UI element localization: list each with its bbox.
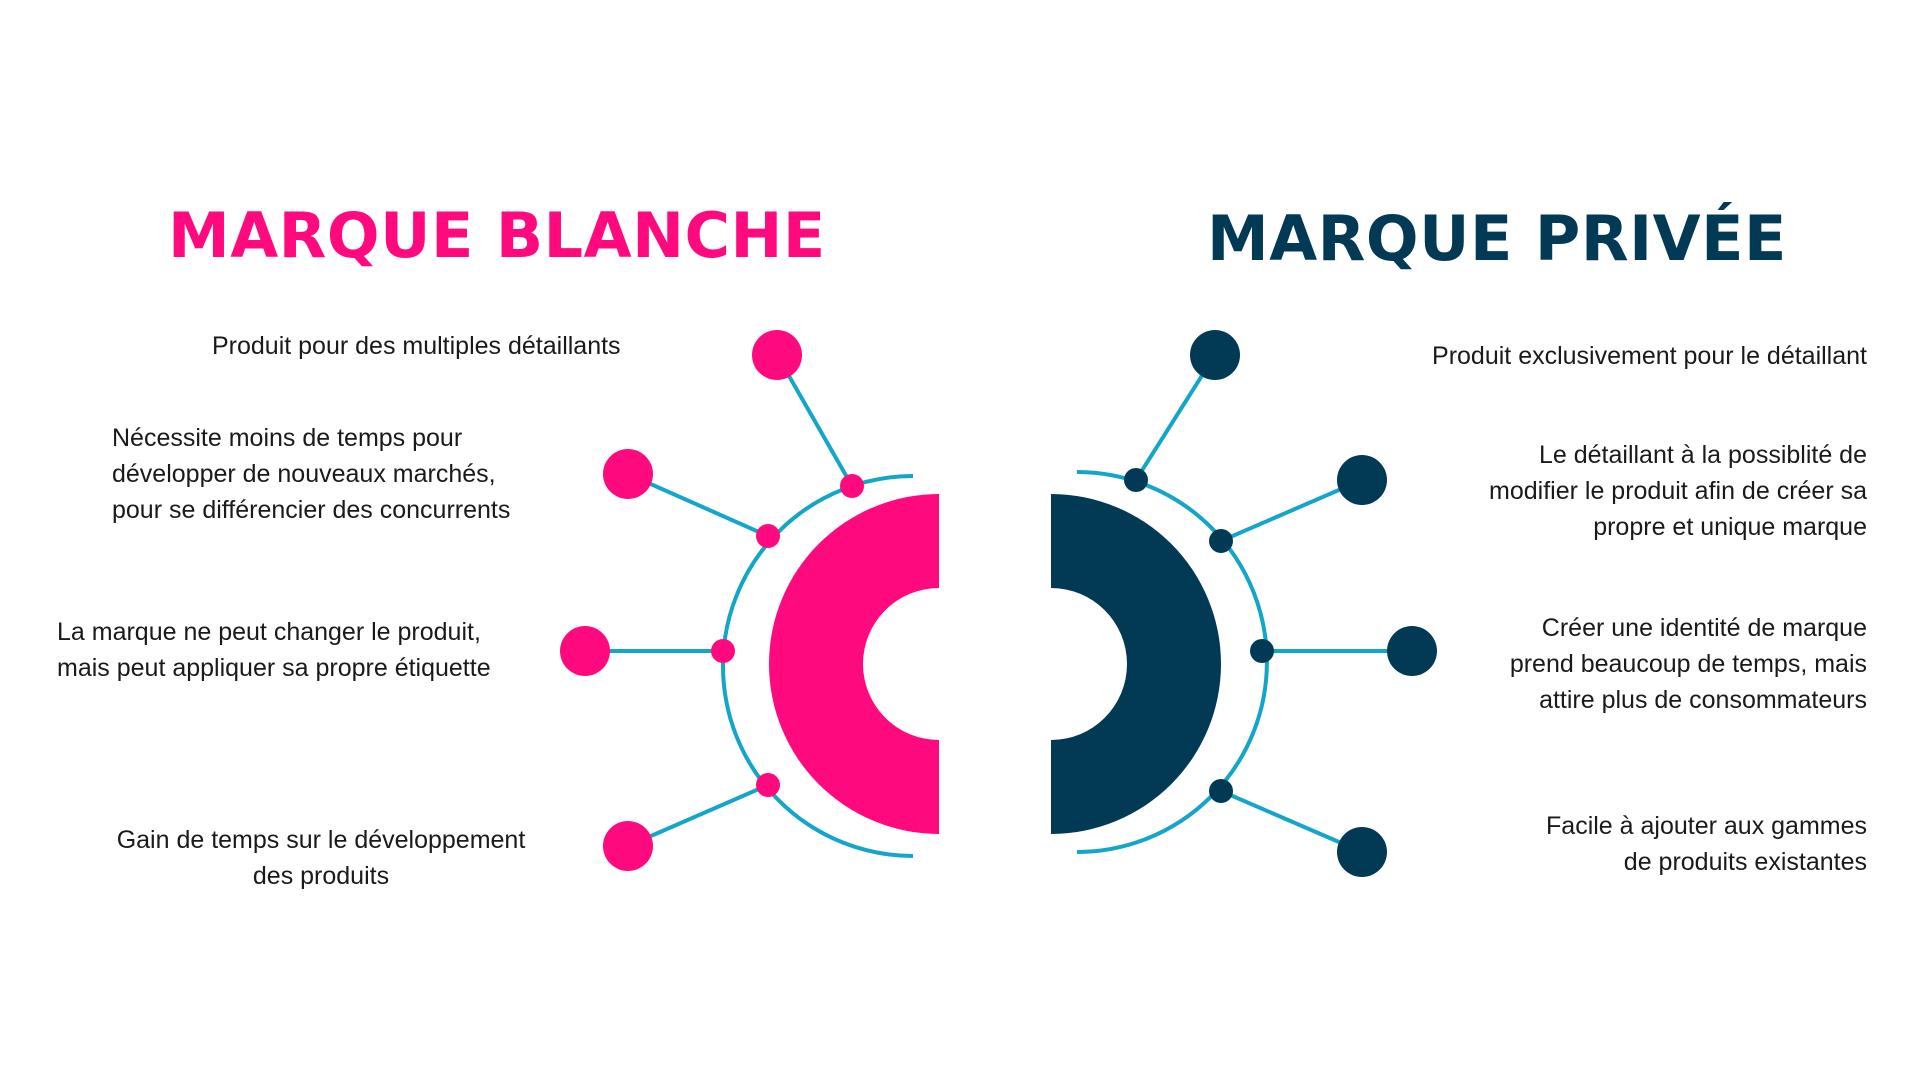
private-label-note-2: Créer une identité de marque prend beauc… (1510, 610, 1867, 718)
note-line: Facile à ajouter aux gammes (1546, 812, 1867, 840)
white-label-node-2 (560, 626, 610, 676)
note-line: modifier le produit afin de créer sa (1489, 477, 1867, 505)
note-line: développer de nouveaux marchés, (112, 460, 496, 488)
white-label-node-0 (752, 330, 802, 380)
note-line: Gain de temps sur le développement (116, 826, 526, 854)
private-label-outer-arc (1076, 470, 1269, 854)
private-label-joint-1 (1209, 529, 1233, 553)
white-label-connector-1 (603, 449, 780, 548)
white-label-joint-0 (840, 474, 864, 498)
note-line: Créer une identité de marque (1541, 614, 1867, 642)
private-label-half-ring (1051, 494, 1221, 834)
white-label-note-2: La marque ne peut changer le produit, ma… (57, 614, 491, 686)
private-label-note-3: Facile à ajouter aux gammes de produits … (1546, 808, 1867, 880)
note-line: mais peut appliquer sa propre étiquette (57, 654, 491, 682)
note-line: Produit pour des multiples détaillants (212, 332, 621, 360)
note-line: prend beaucoup de temps, mais (1509, 650, 1867, 678)
white-label-connector-0 (752, 330, 864, 498)
private-label-diagram (1051, 330, 1437, 877)
private-label-connector-0 (1124, 330, 1240, 492)
white-label-note-1: Nécessite moins de temps pour développer… (112, 420, 510, 528)
white-label-note-3: Gain de temps sur le développement des p… (96, 822, 546, 894)
private-label-node-1 (1337, 455, 1387, 505)
white-label-joint-1 (756, 524, 780, 548)
white-label-connector-2 (560, 626, 735, 676)
private-label-spoke-1 (1220, 478, 1363, 543)
white-label-note-0: Produit pour des multiples détaillants (212, 328, 621, 364)
private-label-connector-1 (1209, 455, 1387, 553)
note-line: Le détaillant à la possiblité de (1538, 441, 1867, 469)
private-label-node-0 (1190, 330, 1240, 380)
white-label-half-ring (769, 494, 939, 834)
note-line: Produit exclusivement pour le détaillant (1432, 342, 1867, 370)
note-line: La marque ne peut changer le produit, (57, 618, 481, 646)
white-label-spoke-0 (775, 354, 854, 487)
private-label-node-3 (1337, 827, 1387, 877)
private-label-joint-2 (1250, 639, 1274, 663)
note-line: des produits (252, 862, 390, 890)
white-label-node-1 (603, 449, 653, 499)
white-label-outer-arc (721, 474, 914, 858)
white-label-joint-2 (711, 639, 735, 663)
white-label-diagram (560, 330, 939, 871)
white-label-title: MARQUE BLANCHE (168, 199, 826, 272)
white-label-connector-3 (603, 773, 780, 871)
note-line: Nécessite moins de temps pour (112, 424, 463, 452)
white-label-spoke-3 (627, 783, 769, 848)
private-label-note-1: Le détaillant à la possiblité de modifie… (1489, 437, 1867, 545)
note-line: attire plus de consommateurs (1539, 686, 1867, 714)
private-label-note-0: Produit exclusivement pour le détaillant (1432, 338, 1867, 374)
white-label-node-3 (603, 821, 653, 871)
white-label-joint-3 (756, 773, 780, 797)
note-line: pour se différencier des concurrents (112, 496, 511, 524)
white-label-spoke-1 (627, 472, 769, 538)
private-label-spoke-3 (1220, 789, 1363, 854)
private-label-connector-2 (1250, 626, 1437, 676)
note-line: de produits existantes (1623, 848, 1867, 876)
private-label-connector-3 (1209, 779, 1387, 877)
private-label-title: MARQUE PRIVÉE (1207, 202, 1787, 275)
private-label-node-2 (1387, 626, 1437, 676)
private-label-joint-3 (1209, 779, 1233, 803)
private-label-joint-0 (1124, 468, 1148, 492)
note-line: propre et unique marque (1593, 513, 1867, 541)
